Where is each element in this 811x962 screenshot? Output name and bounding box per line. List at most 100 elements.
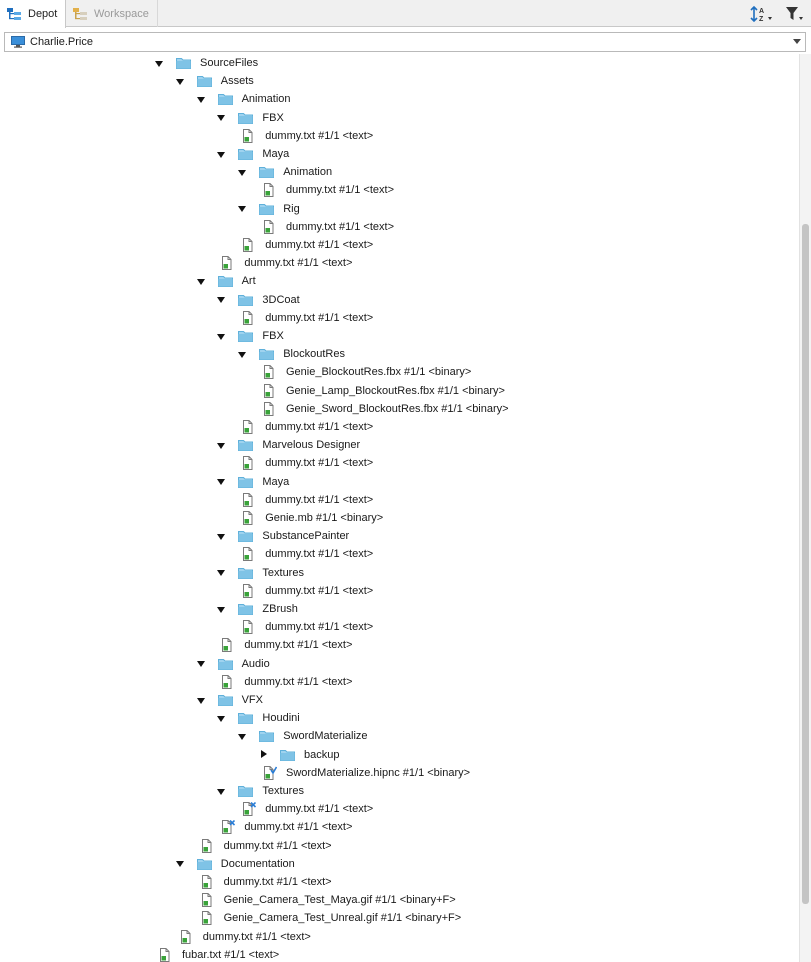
tree-file-row[interactable]: Genie_Camera_Test_Unreal.gif #1/1 <binar… [201,909,461,927]
text-file-icon [243,547,253,562]
tree-folder-row[interactable]: Textures [217,782,304,800]
expanded-arrow-icon[interactable] [238,204,247,213]
expanded-arrow-icon[interactable] [217,605,226,614]
folder-icon [259,731,275,743]
tree-file-row[interactable]: dummy.txt #1/1 <text> [242,545,373,563]
tree-file-row[interactable]: dummy.txt #1/1 <text> [180,928,311,946]
text-file-icon [222,674,232,689]
scrollbar-thumb[interactable] [802,224,809,904]
tree-file-row[interactable]: Genie_Lamp_BlockoutRes.fbx #1/1 <binary> [263,382,505,400]
tree-item-label: dummy.txt #1/1 <text> [265,584,374,597]
tree-folder-row[interactable]: SubstancePainter [217,527,349,545]
sort-az-icon: A Z [750,5,772,23]
workspace-selector[interactable]: Charlie.Price [4,32,806,52]
expanded-arrow-icon[interactable] [175,859,185,868]
tree-file-row[interactable]: dummy.txt #1/1 <text> [201,837,332,855]
tree-item-label: dummy.txt #1/1 <text> [223,839,332,852]
tree-folder-row[interactable]: Audio [196,655,270,673]
tree-item-label: dummy.txt #1/1 <text> [265,493,374,506]
tree-file-row[interactable]: dummy.txt #1/1 <text> [242,309,373,327]
tree-folder-row[interactable]: Animation [196,90,291,108]
expanded-arrow-icon[interactable] [217,714,226,723]
tree-file-row[interactable]: dummy.txt #1/1 <text> [242,582,373,600]
expanded-arrow-icon[interactable] [217,568,226,577]
tree-file-row[interactable]: dummy.txt #1/1 <text> [242,454,373,472]
tree-file-row[interactable]: dummy.txt #1/1 <text> [242,800,373,818]
tree-file-row[interactable]: dummy.txt #1/1 <text> [242,618,373,636]
expanded-arrow-icon[interactable] [217,441,226,450]
text-file-icon [264,401,274,416]
tree-item-label: dummy.txt #1/1 <text> [265,803,374,816]
tree-folder-row[interactable]: ZBrush [217,600,298,618]
tree-folder-row[interactable]: SwordMaterialize [238,727,368,745]
tree-folder-row[interactable]: Textures [217,564,304,582]
expanded-arrow-icon[interactable] [238,350,247,359]
expanded-arrow-icon[interactable] [217,113,226,122]
expanded-arrow-icon[interactable] [217,295,226,304]
tree-folder-row[interactable]: Documentation [175,855,295,873]
tree-item-label: 3DCoat [262,293,300,306]
folder-icon [259,203,275,215]
tree-file-row[interactable]: dummy.txt #1/1 <text> [242,418,373,436]
collapsed-arrow-icon[interactable] [259,750,268,759]
expanded-arrow-icon[interactable] [238,168,247,177]
chevron-down-icon[interactable] [793,39,801,44]
tree-file-row[interactable]: dummy.txt #1/1 <text> [242,491,373,509]
tree-folder-row[interactable]: BlockoutRes [238,345,345,363]
tree-file-row[interactable]: Genie_BlockoutRes.fbx #1/1 <binary> [263,363,471,381]
tree-file-row[interactable]: dummy.txt #1/1 <text> [221,818,352,836]
text-file-icon [180,929,191,944]
folder-icon [196,76,212,88]
tree-file-row[interactable]: dummy.txt #1/1 <text> [263,181,394,199]
sort-button[interactable]: A Z [748,4,776,24]
tree-file-row[interactable]: dummy.txt #1/1 <text> [242,236,373,254]
expanded-arrow-icon[interactable] [217,150,226,159]
tab-depot[interactable]: Depot [0,0,67,28]
text-file-icon [243,492,253,507]
tree-file-row[interactable]: dummy.txt #1/1 <text> [221,254,352,272]
tree-file-row[interactable]: Genie_Sword_BlockoutRes.fbx #1/1 <binary… [263,400,509,418]
expanded-arrow-icon[interactable] [196,696,206,705]
folder-icon [217,658,233,670]
expanded-arrow-icon[interactable] [196,95,206,104]
tree-folder-row[interactable]: Art [196,272,256,290]
expanded-arrow-icon[interactable] [196,277,206,286]
tree-item-label: Rig [283,202,300,215]
tree-folder-row[interactable]: Rig [238,200,300,218]
tree-folder-row[interactable]: Assets [175,72,254,90]
tree-folder-row[interactable]: VFX [196,691,263,709]
filter-button[interactable] [781,4,809,24]
expanded-arrow-icon[interactable] [196,659,206,668]
vertical-scrollbar[interactable] [799,54,811,962]
tree-folder-row[interactable]: Marvelous Designer [217,436,360,454]
expanded-arrow-icon[interactable] [217,787,226,796]
tree-file-row[interactable]: Genie.mb #1/1 <binary> [242,509,383,527]
tree-folder-row[interactable]: Maya [217,145,289,163]
tree-file-row[interactable]: Genie_Camera_Test_Maya.gif #1/1 <binary+… [201,891,456,909]
tree-file-row[interactable]: SwordMaterialize.hipnc #1/1 <binary> [263,764,470,782]
expanded-arrow-icon[interactable] [217,332,226,341]
tree-folder-row[interactable]: FBX [217,109,284,127]
tree-file-row[interactable]: dummy.txt #1/1 <text> [221,673,352,691]
tree-folder-row[interactable]: Houdini [217,709,300,727]
tree-file-row[interactable]: dummy.txt #1/1 <text> [221,636,352,654]
tree-folder-row[interactable]: Maya [217,473,289,491]
tree-folder-row[interactable]: backup [259,746,339,764]
folder-icon [217,695,233,706]
tree-file-row[interactable]: dummy.txt #1/1 <text> [242,127,373,145]
expanded-arrow-icon[interactable] [217,477,226,486]
text-file-icon [222,256,232,271]
expanded-arrow-icon[interactable] [217,532,226,541]
expanded-arrow-icon[interactable] [175,77,185,86]
tree-file-row[interactable]: dummy.txt #1/1 <text> [201,873,332,891]
tree-file-row[interactable]: fubar.txt #1/1 <text> [159,946,279,962]
expanded-arrow-icon[interactable] [238,732,247,741]
tree-folder-row[interactable]: SourceFiles [155,54,258,72]
tab-workspace[interactable]: Workspace [66,0,158,27]
tree-folder-row[interactable]: Animation [238,163,332,181]
tree-folder-row[interactable]: FBX [217,327,284,345]
tree-folder-row[interactable]: 3DCoat [217,291,300,309]
tree-file-row[interactable]: dummy.txt #1/1 <text> [263,218,394,236]
expanded-arrow-icon[interactable] [155,59,164,68]
text-file-icon [243,511,253,525]
